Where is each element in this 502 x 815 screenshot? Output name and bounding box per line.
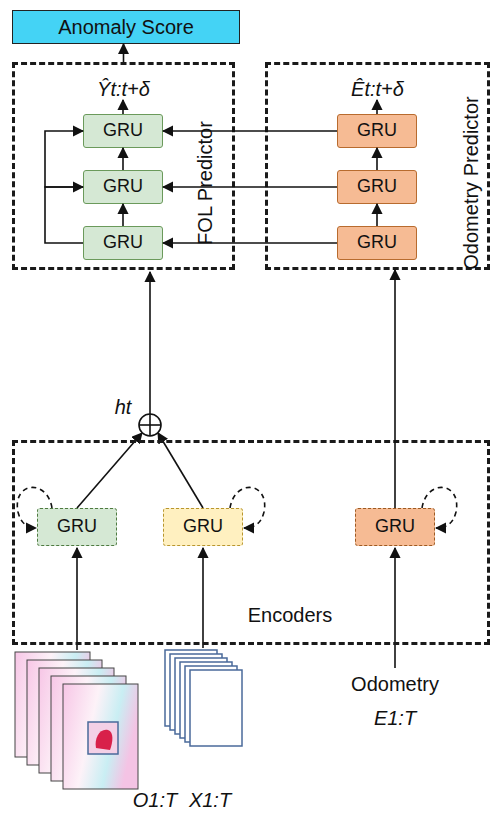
connector-arrow	[122, 148, 124, 170]
predictor-group: Ŷt:t+δFOL PredictorGRUGRUGRU	[12, 62, 235, 270]
node-text: GRU	[164, 509, 242, 545]
math-label: ht	[106, 396, 140, 418]
sum-symbol	[139, 414, 161, 436]
encoder-gru: GRU	[355, 508, 435, 546]
gru-cell: GRU	[337, 114, 417, 148]
connector-arrow	[376, 148, 378, 170]
node-text: GRU	[338, 171, 416, 203]
connector-arrow	[45, 131, 83, 187]
connector-arrow	[123, 44, 125, 62]
math-label: E1:T	[365, 706, 425, 730]
connector-arrow	[376, 204, 378, 226]
connector-arrow	[394, 270, 396, 508]
node-text: GRU	[38, 509, 116, 545]
connector-arrow	[45, 187, 83, 243]
connector-arrow	[163, 242, 337, 244]
input-label: Odometry	[335, 672, 455, 696]
node-text: Anomaly Score	[13, 11, 239, 43]
input-arrow	[202, 548, 204, 648]
node-text: GRU	[84, 115, 162, 147]
gru-cell: GRU	[337, 226, 417, 260]
node-text: Odometry Predictor	[459, 83, 483, 283]
node-text: GRU	[84, 171, 162, 203]
node-text: Êt:t+δ	[268, 77, 487, 101]
image-frame	[63, 684, 138, 789]
predictor-group: Êt:t+δOdometry PredictorGRUGRUGRU	[265, 62, 490, 270]
merge-arrow	[158, 433, 203, 508]
node-text: Ŷt:t+δ	[15, 77, 232, 101]
encoder-gru: GRU	[37, 508, 117, 546]
output-arrow	[376, 100, 378, 114]
math-label: X1:T	[185, 788, 235, 812]
connector-arrow	[163, 130, 337, 132]
box-stack	[165, 650, 242, 746]
encoder-gru: GRU	[163, 508, 243, 546]
object-blob	[96, 730, 113, 750]
connector-arrow	[122, 204, 124, 226]
output-box: Anomaly Score	[12, 10, 240, 44]
node-text: GRU	[84, 227, 162, 259]
hidden-state-arrow	[149, 272, 151, 414]
gru-cell: GRU	[337, 170, 417, 204]
merge-arrow	[77, 433, 142, 508]
node-text: FOL Predictor	[193, 83, 217, 283]
node-text: GRU	[356, 509, 434, 545]
input-arrow	[76, 548, 78, 650]
gru-cell: GRU	[83, 170, 163, 204]
gru-cell: GRU	[83, 114, 163, 148]
input-arrow	[394, 548, 396, 668]
connector-arrow	[163, 186, 337, 188]
node-text: GRU	[338, 227, 416, 259]
gru-cell: GRU	[83, 226, 163, 260]
node-text: GRU	[338, 115, 416, 147]
math-label: O1:T	[130, 788, 180, 812]
object-box	[88, 722, 118, 754]
flow-frame-stack	[15, 652, 138, 789]
output-arrow	[122, 100, 124, 114]
box-frame	[190, 670, 242, 746]
encoder-group: Encoders GRU GRU GRU	[12, 440, 490, 645]
node-text: Encoders	[230, 603, 350, 627]
